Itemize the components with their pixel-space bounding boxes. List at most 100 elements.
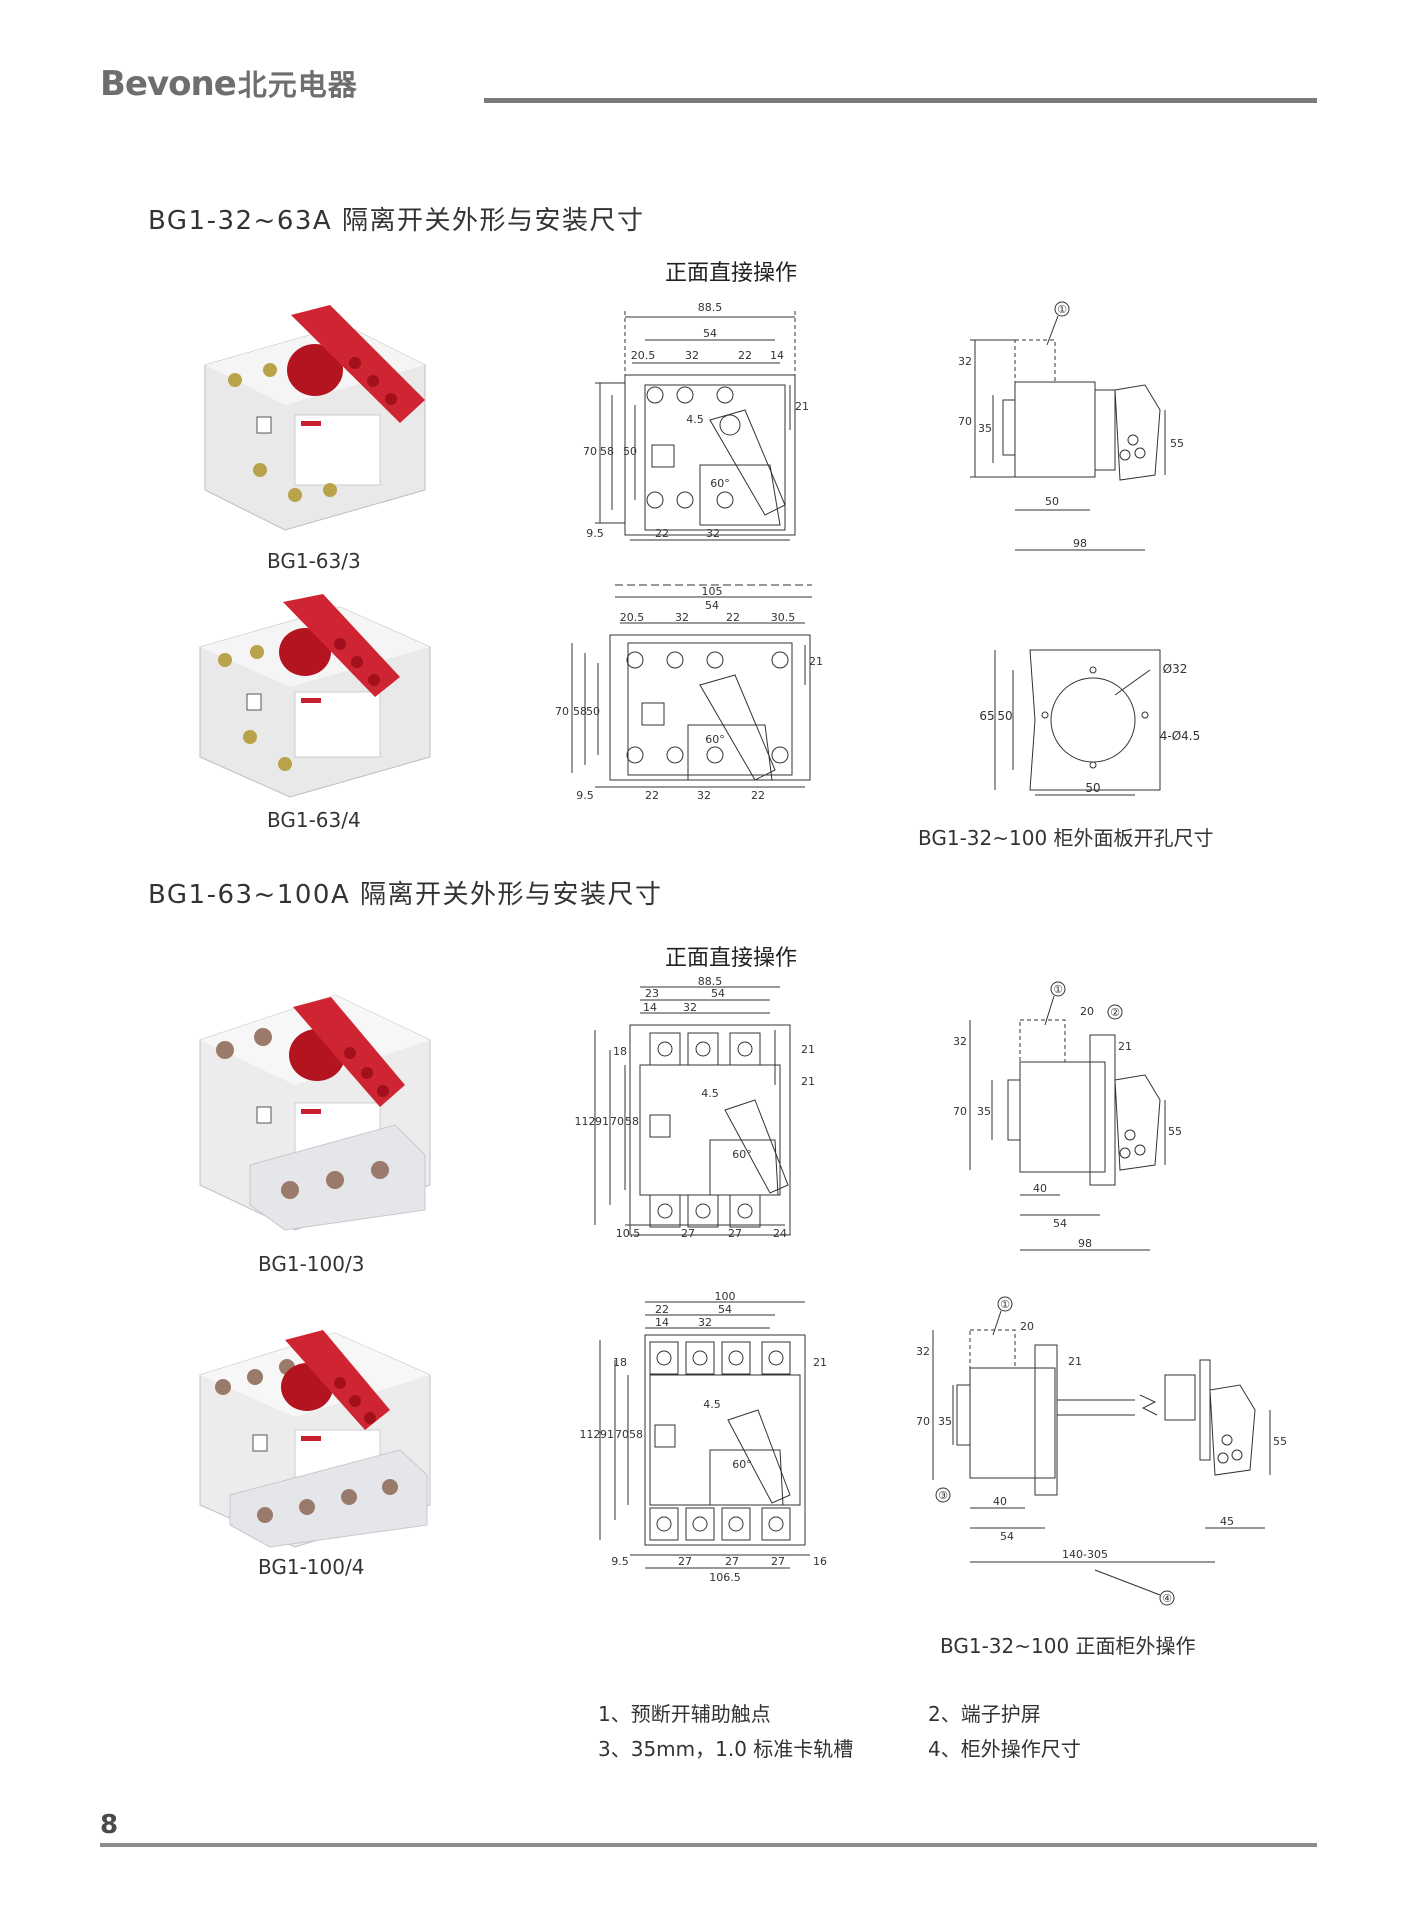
dim-d-11: 4.5: [703, 1398, 721, 1411]
side-c-2: 20: [1080, 1005, 1094, 1018]
dim-d-1: 22: [655, 1303, 669, 1316]
drawing-front-bg1-63-3: 88.5 54 20.5 32 22 14 21 70 58 50 4.5 60…: [583, 301, 809, 541]
dim-a-5: 14: [770, 349, 784, 362]
dim-d-4: 32: [698, 1316, 712, 1329]
dim-d-10: 58: [629, 1428, 643, 1441]
dim-c-8: 112: [575, 1115, 596, 1128]
dim-c-16: 27: [728, 1227, 742, 1240]
note-2: 2、端子护屏: [928, 1702, 1041, 1726]
product-photo-bg1-100-4: [199, 1330, 431, 1548]
panel-3: 50: [997, 709, 1012, 723]
note-3: 3、35mm，1.0 标准卡轨槽: [598, 1737, 854, 1761]
product-photo-bg1-100-3: [199, 994, 431, 1231]
dim-a-0: 88.5: [698, 301, 723, 314]
header-rule: [484, 98, 1317, 103]
dim-d-13: 9.5: [611, 1555, 629, 1568]
ext-10: 54: [1000, 1530, 1014, 1543]
dim-c-2: 54: [711, 987, 725, 1000]
product-label-4: BG1-100/4: [258, 1555, 365, 1579]
dim-c-7: 21: [801, 1075, 815, 1088]
side-a-2: 70: [958, 415, 972, 428]
dim-a-10: 4.5: [686, 413, 704, 426]
dim-c-14: 10.5: [616, 1227, 641, 1240]
dim-b-8: 58: [573, 705, 587, 718]
dim-c-11: 58: [625, 1115, 639, 1128]
side-a-0: ①: [1057, 303, 1067, 316]
ext-8: 55: [1273, 1435, 1287, 1448]
dim-a-2: 20.5: [631, 349, 656, 362]
panel-caption: BG1-32~100 柜外面板开孔尺寸: [918, 826, 1214, 850]
dim-d-3: 14: [655, 1316, 669, 1329]
ext-3: 20: [1020, 1320, 1034, 1333]
side-c-10: 98: [1078, 1237, 1092, 1250]
dim-d-6: 21: [813, 1356, 827, 1369]
dim-b-11: 9.5: [576, 789, 594, 802]
dim-a-6: 21: [795, 400, 809, 413]
note-1: 1、预断开辅助触点: [598, 1702, 771, 1726]
ext-4: 21: [1068, 1355, 1082, 1368]
dim-d-7: 112: [580, 1428, 601, 1441]
dim-a-7: 70: [583, 445, 597, 458]
side-c-9: 54: [1053, 1217, 1067, 1230]
dim-a-11: 60°: [710, 477, 730, 490]
dim-b-13: 32: [697, 789, 711, 802]
ext-1: ③: [938, 1489, 948, 1502]
dim-a-14: 32: [706, 527, 720, 540]
drawing-external-operation: ① ③ ④ 20 21 32 70 35 55 40 54 45 140-305: [916, 1296, 1287, 1606]
dim-c-10: 70: [610, 1115, 624, 1128]
dim-a-3: 32: [685, 349, 699, 362]
page-number: 8: [100, 1810, 119, 1840]
ext-7: 35: [938, 1415, 952, 1428]
side-c-5: 70: [953, 1105, 967, 1118]
dim-c-9: 91: [595, 1115, 609, 1128]
footer-rule: [100, 1843, 1317, 1847]
brand-chinese: 北元电器: [237, 68, 358, 102]
side-c-6: 35: [977, 1105, 991, 1118]
side-c-0: ①: [1053, 983, 1063, 996]
dim-c-5: 18: [613, 1045, 627, 1058]
dim-b-3: 32: [675, 611, 689, 624]
dim-a-4: 22: [738, 349, 752, 362]
dim-d-5: 18: [613, 1356, 627, 1369]
drawing-front-bg1-100-3: 88.5 23 54 14 32 18 21 21 112 91 70 58 4…: [575, 975, 816, 1240]
side-c-7: 55: [1168, 1125, 1182, 1138]
dim-d-16: 27: [771, 1555, 785, 1568]
dim-b-2: 20.5: [620, 611, 645, 624]
drawing-front-bg1-100-4: 100 22 54 14 32 18 21 112 91 70 58 4.5 6…: [580, 1290, 828, 1584]
dim-a-12: 9.5: [586, 527, 604, 540]
panel-0: Ø32: [1163, 662, 1188, 676]
product-label-1: BG1-63/3: [267, 549, 361, 573]
panel-1: 4-Ø4.5: [1160, 729, 1201, 743]
dim-c-13: 60°: [732, 1148, 752, 1161]
ext-11: 45: [1220, 1515, 1234, 1528]
drawing-panel-cutout: Ø32 4-Ø4.5 65 50 50: [979, 649, 1201, 796]
dim-b-9: 50: [586, 705, 600, 718]
ext-9: 40: [993, 1495, 1007, 1508]
dim-d-8: 91: [600, 1428, 614, 1441]
side-c-3: 21: [1118, 1040, 1132, 1053]
dim-b-5: 30.5: [771, 611, 796, 624]
brand-logo: Bevone北元电器: [100, 62, 358, 104]
dim-d-15: 27: [725, 1555, 739, 1568]
side-c-1: ②: [1110, 1006, 1120, 1019]
dim-a-8: 58: [600, 445, 614, 458]
dim-c-1: 23: [645, 987, 659, 1000]
side-a-5: 50: [1045, 495, 1059, 508]
dim-b-4: 22: [726, 611, 740, 624]
drawing-side-section2: ① ② 20 21 32 70 35 55 40 54 98: [953, 981, 1182, 1251]
dim-d-2: 54: [718, 1303, 732, 1316]
section2-subtitle: 正面直接操作: [665, 946, 798, 971]
dim-b-7: 70: [555, 705, 569, 718]
dim-a-1: 54: [703, 327, 717, 340]
dim-a-9: 50: [623, 445, 637, 458]
product-photo-bg1-63-3: [204, 305, 426, 531]
dim-d-17: 16: [813, 1555, 827, 1568]
dim-c-15: 27: [681, 1227, 695, 1240]
dim-a-13: 22: [655, 527, 669, 540]
panel-4: 50: [1085, 781, 1100, 795]
product-label-3: BG1-100/3: [258, 1252, 365, 1276]
section2-title: BG1-63~100A 隔离开关外形与安装尺寸: [148, 880, 663, 910]
dim-d-12: 60°: [732, 1458, 752, 1471]
product-label-2: BG1-63/4: [267, 808, 361, 832]
drawing-front-bg1-63-4: 105 54 20.5 32 22 30.5 21 70 58 50 60° 9…: [555, 584, 823, 802]
